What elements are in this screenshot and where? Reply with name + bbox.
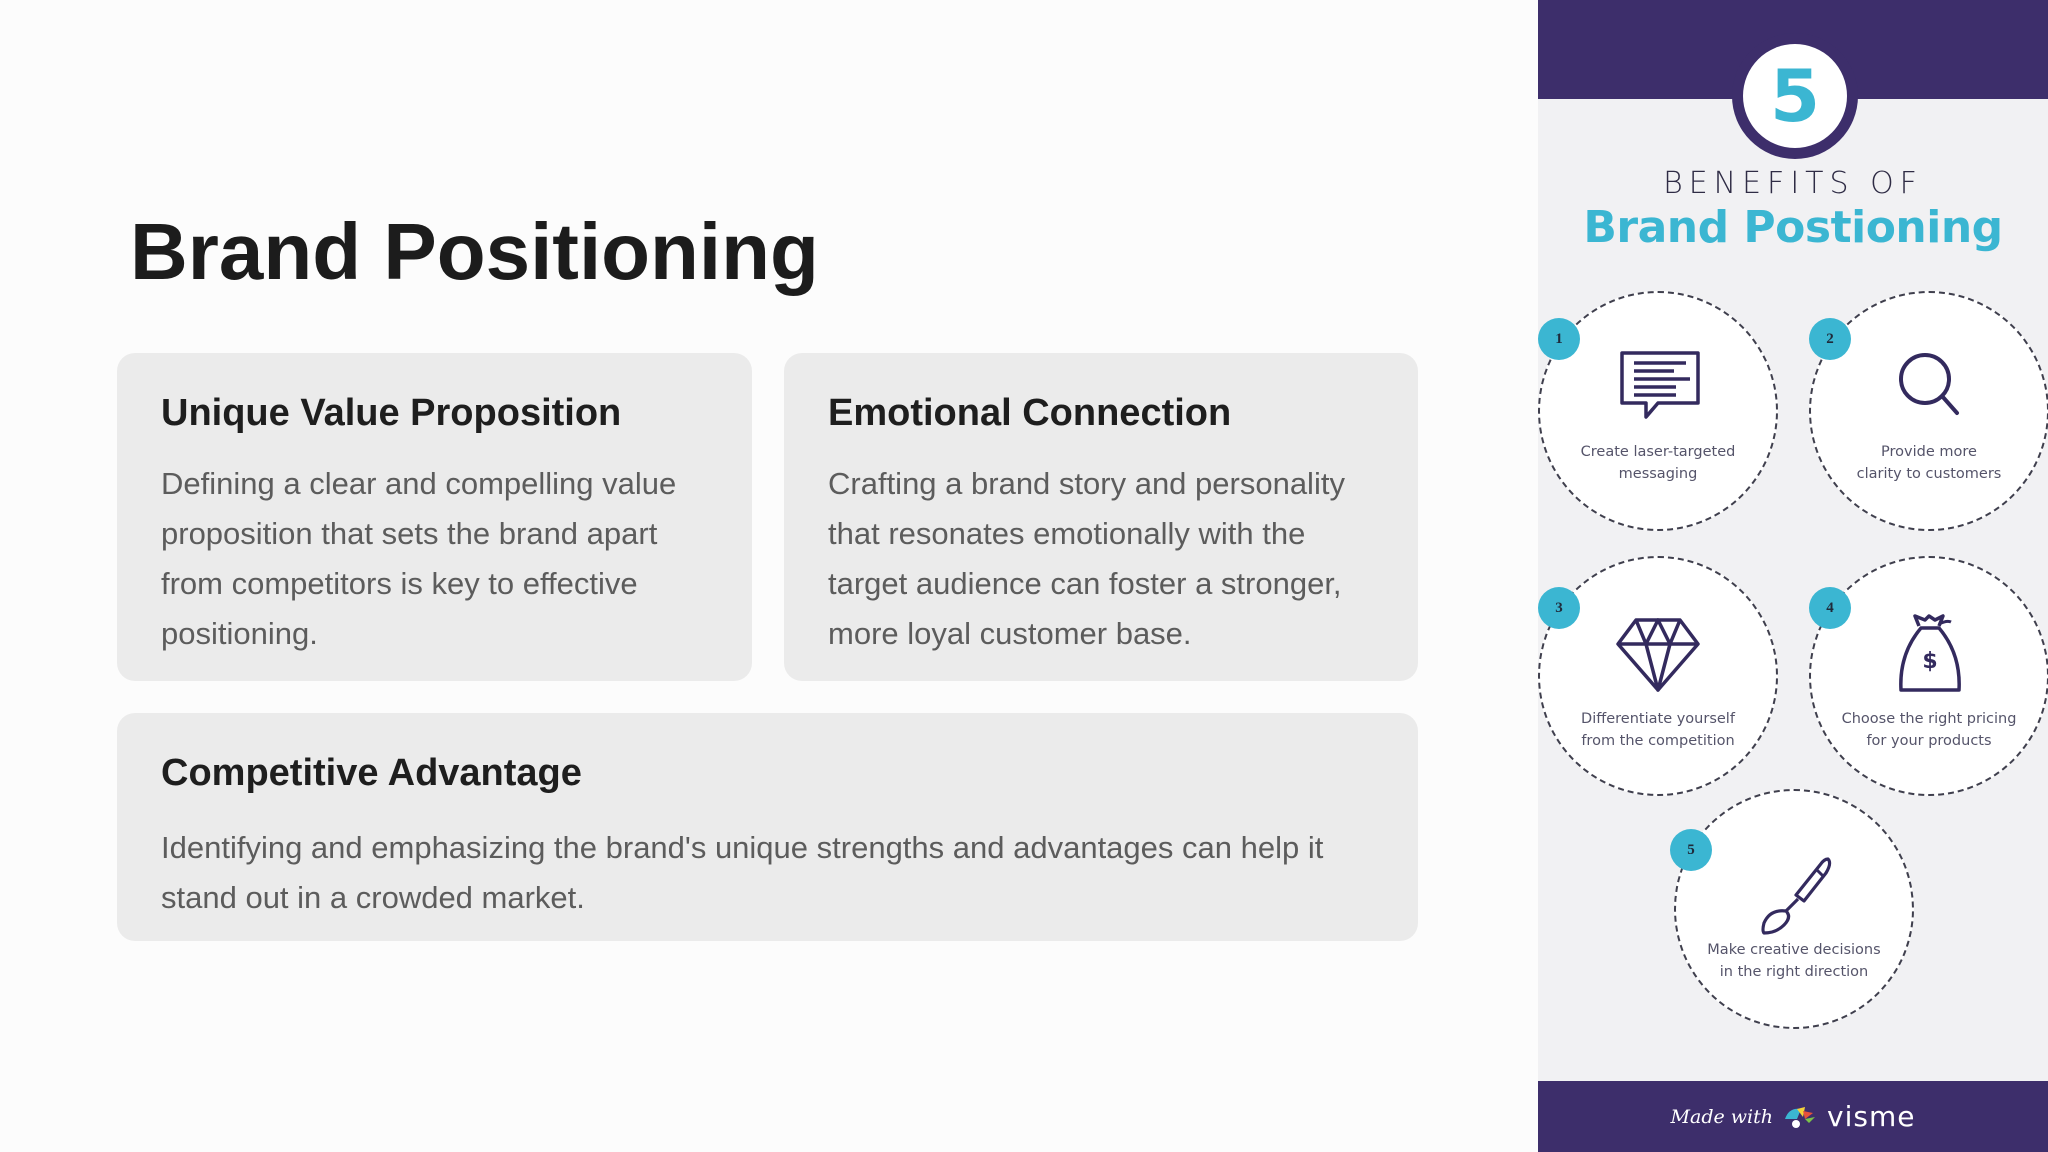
money-bag-icon: $	[1899, 614, 1961, 692]
card-body: Defining a clear and compelling value pr…	[161, 465, 677, 651]
card-heading: Unique Value Proposition	[161, 392, 622, 434]
benefit-label: Differentiate yourself from the competit…	[1581, 711, 1735, 749]
benefit-circle-5: Make creative decisions in the right dir…	[1674, 789, 1914, 1029]
slide-title: Brand Positioning	[130, 207, 819, 296]
card-body: Identifying and emphasizing the brand's …	[161, 829, 1324, 915]
card-body: Crafting a brand story and personality t…	[828, 465, 1345, 651]
benefit-badge-4: 4	[1809, 587, 1851, 629]
benefit-count: 5	[1743, 44, 1847, 148]
made-with-text: Made with	[1670, 1105, 1773, 1128]
number-ring: 5	[1732, 33, 1858, 159]
chat-message-icon	[1620, 351, 1700, 419]
benefit-badge-5: 5	[1670, 829, 1712, 871]
card-heading: Competitive Advantage	[161, 752, 582, 794]
benefit-circle-4: $ Choose the right pricing for your prod…	[1809, 556, 2048, 796]
card-heading: Emotional Connection	[828, 392, 1232, 434]
benefit-label: Create laser-targeted messaging	[1580, 444, 1736, 482]
benefit-label: Make creative decisions in the right dir…	[1707, 942, 1881, 980]
diamond-icon	[1616, 618, 1700, 692]
benefit-label: Provide more clarity to customers	[1856, 444, 2002, 482]
infographic-subtitle: BENEFITS OF	[1663, 166, 1923, 201]
paintbrush-icon	[1761, 857, 1832, 935]
footer-band: Made with visme	[1538, 1081, 2048, 1152]
benefit-circle-3: Differentiate yourself from the competit…	[1538, 556, 1778, 796]
benefit-label: Choose the right pricing for your produc…	[1841, 711, 2017, 749]
benefit-badge-2: 2	[1809, 318, 1851, 360]
card-unique-value-proposition: Unique Value Proposition Defining a clea…	[117, 353, 752, 681]
visme-logo-icon	[1785, 1106, 1815, 1128]
card-competitive-advantage: Competitive Advantage Identifying and em…	[117, 713, 1418, 941]
svg-text:$: $	[1922, 649, 1937, 674]
card-emotional-connection: Emotional Connection Crafting a brand st…	[784, 353, 1418, 681]
magnifier-icon	[1899, 353, 1959, 415]
infographic-title: Brand Postioning	[1583, 202, 2003, 253]
infographic-panel: 5 BENEFITS OF Brand Postioning Create la…	[1538, 0, 2048, 1152]
benefit-badge-3: 3	[1538, 587, 1580, 629]
benefit-badge-1: 1	[1538, 318, 1580, 360]
visme-brand: visme	[1827, 1100, 1916, 1133]
